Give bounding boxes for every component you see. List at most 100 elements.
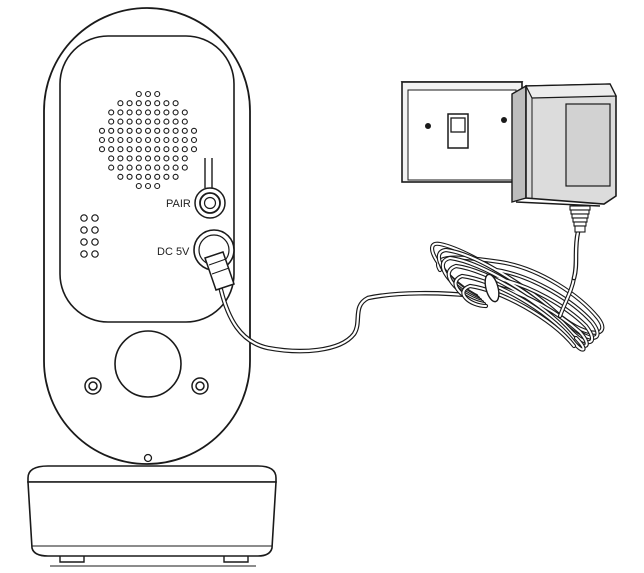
grille-hole	[135, 90, 142, 98]
grille-hole	[163, 118, 170, 125]
grille-hole	[144, 90, 152, 98]
grille-hole	[126, 109, 133, 116]
grille-hole	[117, 146, 124, 153]
grille-hole	[190, 146, 198, 153]
left-ir-led	[84, 377, 102, 395]
grille-hole	[154, 100, 161, 107]
grille-hole	[181, 136, 188, 144]
dc-plug	[204, 251, 235, 291]
grille-hole	[154, 109, 161, 116]
grille-hole	[163, 173, 170, 180]
grille-hole	[108, 146, 115, 153]
vent-hole	[80, 214, 88, 222]
grille-hole	[135, 136, 142, 144]
grille-hole	[154, 173, 161, 180]
grille-hole	[181, 146, 188, 153]
grille-hole	[135, 109, 142, 116]
grille-hole	[172, 109, 179, 116]
power-cable	[218, 229, 605, 354]
grille-hole	[126, 164, 133, 171]
grille-hole	[181, 118, 188, 125]
grille-hole	[126, 173, 133, 180]
wall-socket-icon	[400, 81, 524, 183]
grille-hole	[117, 164, 124, 171]
grille-hole	[144, 173, 152, 180]
grille-hole	[163, 164, 170, 171]
grille-hole	[135, 146, 142, 153]
grille-hole	[144, 118, 152, 125]
grille-hole	[126, 100, 133, 107]
grille-hole	[126, 146, 133, 153]
camera-base	[27, 465, 277, 567]
grille-hole	[163, 136, 170, 144]
grille-hole	[144, 100, 152, 107]
vent-hole	[80, 226, 88, 234]
grille-hole	[144, 164, 152, 171]
grille-hole	[108, 118, 115, 125]
grille-hole	[172, 146, 179, 153]
grille-hole	[98, 127, 106, 134]
grille-hole	[154, 90, 161, 98]
grille-hole	[117, 155, 124, 162]
grille-hole	[154, 182, 161, 190]
grille-hole	[163, 146, 170, 153]
vent-hole	[91, 214, 99, 222]
grille-hole	[135, 182, 142, 190]
strain-relief	[569, 205, 591, 233]
grille-hole	[144, 182, 152, 190]
pair-button[interactable]	[194, 158, 226, 219]
grille-hole	[144, 127, 152, 134]
grille-hole	[117, 118, 124, 125]
microphone-hole	[143, 453, 153, 463]
grille-hole	[135, 155, 142, 162]
baby-monitor-camera-icon	[43, 7, 251, 465]
grille-hole	[144, 109, 152, 116]
grille-hole	[108, 155, 115, 162]
grille-hole	[163, 127, 170, 134]
grille-hole	[190, 136, 198, 144]
grille-hole	[163, 100, 170, 107]
grille-hole	[108, 164, 115, 171]
grille-hole	[181, 164, 188, 171]
grille-hole	[172, 164, 179, 171]
grille-hole	[172, 155, 179, 162]
grille-hole	[181, 155, 188, 162]
grille-hole	[154, 155, 161, 162]
grille-hole	[117, 127, 124, 134]
vent-hole	[91, 226, 99, 234]
grille-hole	[172, 100, 179, 107]
grille-hole	[108, 127, 115, 134]
grille-hole	[117, 136, 124, 144]
grille-hole	[172, 118, 179, 125]
grille-hole	[135, 164, 142, 171]
grille-hole	[172, 136, 179, 144]
pair-label: PAIR	[166, 198, 191, 210]
grille-hole	[98, 146, 106, 153]
dc-label: DC 5V	[157, 246, 190, 258]
grille-hole	[98, 136, 106, 144]
speaker-grille	[98, 90, 198, 190]
grille-hole	[126, 127, 133, 134]
grille-hole	[135, 127, 142, 134]
grille-hole	[135, 100, 142, 107]
grille-hole	[117, 100, 124, 107]
grille-hole	[154, 136, 161, 144]
grille-hole	[135, 118, 142, 125]
grille-hole	[144, 136, 152, 144]
grille-hole	[126, 136, 133, 144]
grille-hole	[154, 146, 161, 153]
grille-hole	[163, 109, 170, 116]
grille-hole	[135, 173, 142, 180]
grille-hole	[144, 146, 152, 153]
socket-switch[interactable]	[447, 113, 469, 149]
right-ir-led	[191, 377, 209, 395]
vent-holes	[80, 214, 99, 258]
grille-hole	[181, 109, 188, 116]
grille-hole	[108, 109, 115, 116]
grille-hole	[172, 173, 179, 180]
grille-hole	[144, 155, 152, 162]
grille-hole	[181, 127, 188, 134]
grille-hole	[126, 118, 133, 125]
grille-hole	[154, 118, 161, 125]
